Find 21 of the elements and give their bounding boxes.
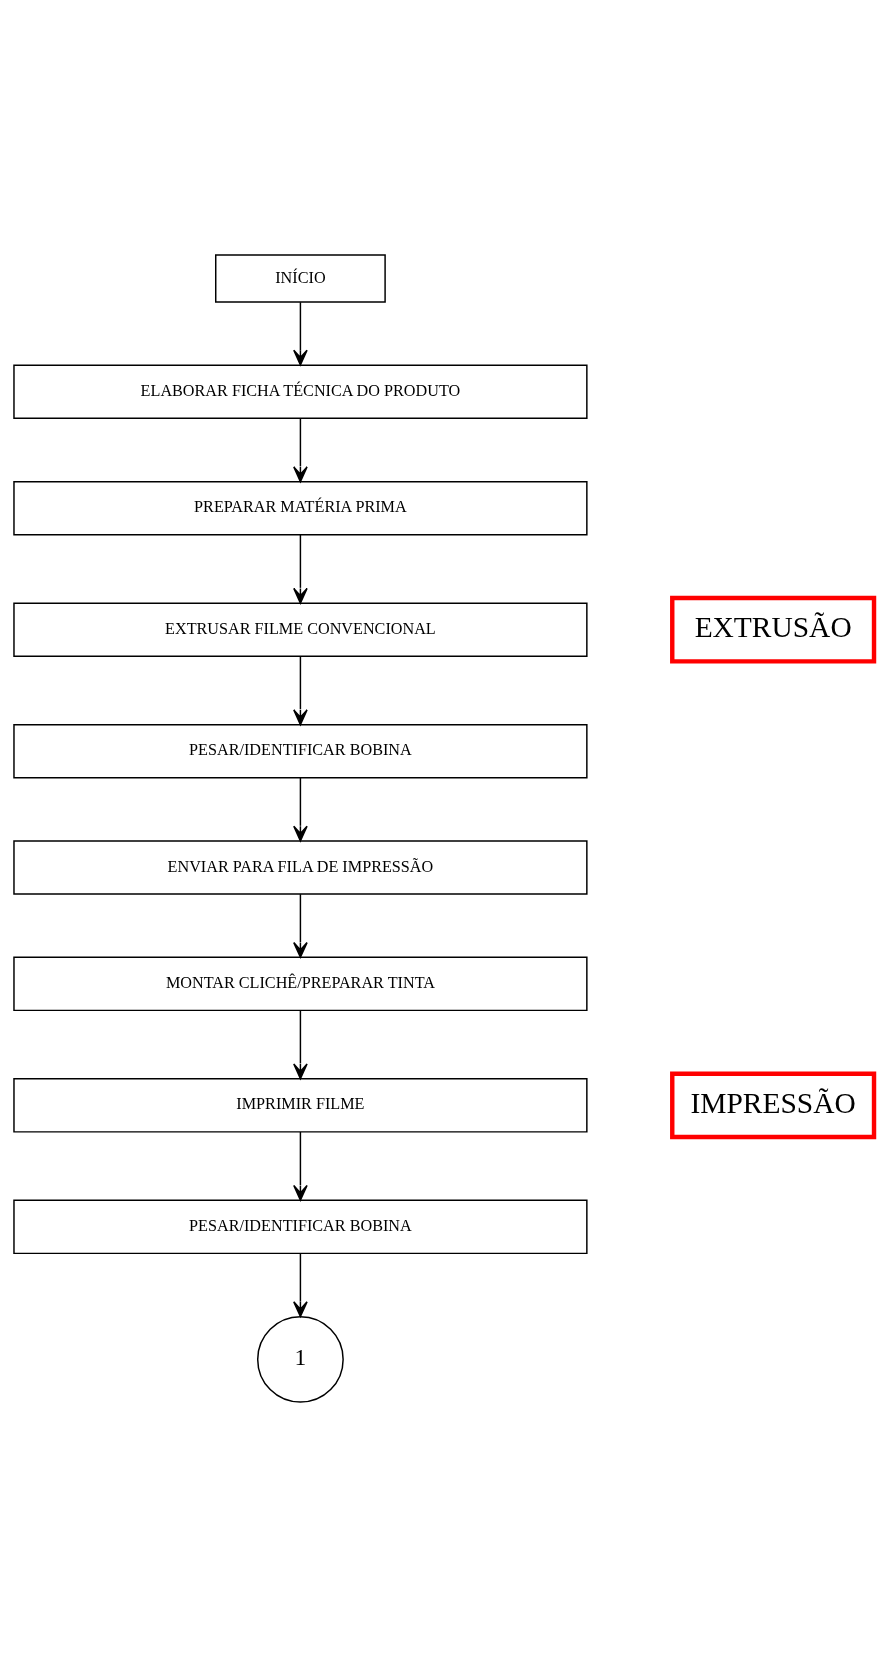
arrow [293, 893, 308, 959]
node-box: ENVIAR PARA FILA DE IMPRESSÃO [13, 840, 588, 895]
node-box: EXTRUSAR FILME CONVENCIONAL [13, 602, 588, 657]
node-box: INÍCIO [215, 254, 386, 303]
arrow [293, 1253, 308, 1318]
node-box: ELABORAR FICHA TÉCNICA DO PRODUTO [13, 364, 588, 420]
arrow [293, 1131, 308, 1201]
arrow [293, 655, 308, 726]
node-box: PESAR/IDENTIFICAR BOBINA [13, 1199, 588, 1255]
arrow [293, 1009, 308, 1080]
arrow [293, 534, 308, 604]
node-box: PREPARAR MATÉRIA PRIMA [13, 480, 588, 536]
node-box: IMPRIMIR FILME [13, 1078, 588, 1133]
arrow [293, 417, 308, 483]
node-box: MONTAR CLICHÊ/PREPARAR TINTA [13, 956, 588, 1012]
arrow [293, 301, 308, 366]
node-circle: 1 [256, 1315, 344, 1403]
node-box: PESAR/IDENTIFICAR BOBINA [13, 723, 588, 779]
arrow [293, 777, 308, 842]
node-box: IMPRESSÃO [670, 1071, 877, 1140]
node-box: EXTRUSÃO [670, 595, 877, 664]
